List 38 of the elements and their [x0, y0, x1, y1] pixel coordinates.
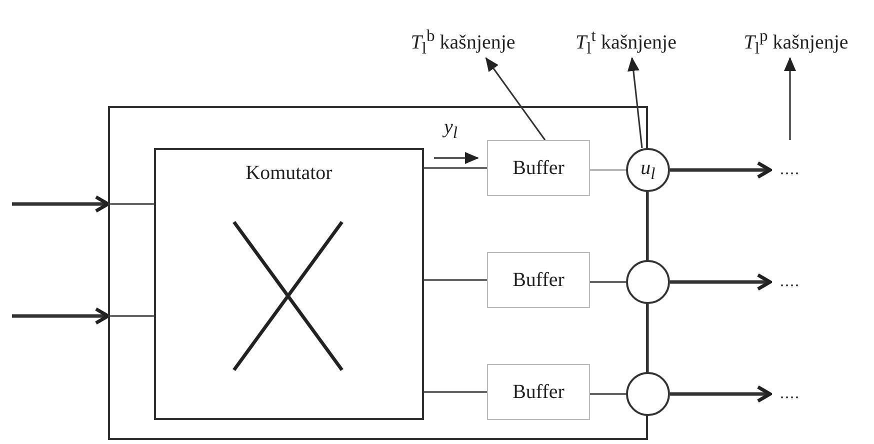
connector-line — [108, 315, 154, 317]
arrow — [627, 57, 643, 148]
connector-line — [424, 167, 487, 169]
connector-line — [647, 304, 649, 372]
connector-line — [590, 393, 626, 395]
arrow — [12, 195, 110, 213]
switch-box — [154, 148, 424, 420]
connector-line — [424, 279, 487, 281]
buffer-box — [487, 252, 590, 308]
arrow — [485, 57, 546, 140]
arrow — [12, 307, 110, 325]
arrow — [784, 57, 796, 140]
arrow — [670, 273, 772, 291]
switch-label: Komutator — [246, 162, 332, 185]
buffer-box — [487, 140, 590, 196]
delay-label: T$_{l}$$^{b}$ kašnjenje — [388, 14, 538, 58]
arrow — [670, 385, 772, 403]
delay-label: T$_{l}$$^{p}$ kašnjenje — [720, 14, 872, 58]
arrow — [670, 161, 772, 179]
delay-label: T$_{l}$$^{t}$ kašnjenje — [550, 14, 702, 58]
port-label: u$_{l}$ — [640, 156, 656, 184]
buffer-label: Buffer — [512, 156, 564, 180]
output-port-circle — [626, 148, 670, 192]
ellipsis-text: .... — [770, 158, 810, 182]
connector-line — [590, 281, 626, 283]
ellipsis-text: .... — [770, 270, 810, 294]
system-frame — [108, 106, 648, 440]
connector-line — [647, 192, 649, 260]
connector-line — [590, 169, 626, 171]
buffer-label: Buffer — [512, 268, 564, 292]
output-port-circle — [626, 372, 670, 416]
buffer-label: Buffer — [512, 380, 564, 404]
signal-label: y$_{l}$ — [444, 116, 458, 143]
ellipsis-text: .... — [770, 382, 810, 406]
buffer-box — [487, 364, 590, 420]
connector-line — [108, 203, 154, 205]
output-port-circle — [626, 260, 670, 304]
connector-line — [424, 391, 487, 393]
